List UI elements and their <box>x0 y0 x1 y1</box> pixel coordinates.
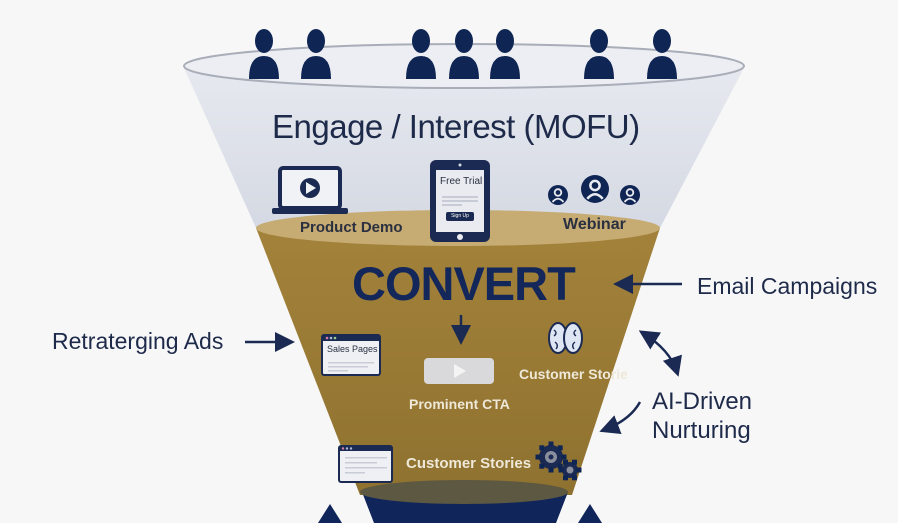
ai-nurturing-arrow <box>599 401 642 434</box>
gear-tooth <box>548 441 554 447</box>
bottom-right-triangle <box>578 504 602 523</box>
gear-tooth <box>557 445 563 451</box>
free-trial-label: Free Trial <box>440 176 483 187</box>
person-icon <box>490 29 520 79</box>
gear-tooth <box>539 445 545 451</box>
person-icon <box>584 29 614 79</box>
person-icon <box>249 29 279 79</box>
webinar-label: Webinar <box>563 216 626 233</box>
play-button-icon[interactable] <box>424 358 494 384</box>
gears-icon <box>535 441 582 481</box>
person-icon <box>301 29 331 79</box>
person-icon <box>406 29 436 79</box>
gear-tooth <box>557 463 563 469</box>
sign-up-button[interactable]: Sign Up <box>451 213 469 219</box>
gear-tooth <box>563 475 568 481</box>
bottom-rim <box>360 480 568 504</box>
gear-tooth <box>548 467 554 473</box>
prominent-cta-label: Prominent CTA <box>409 396 510 412</box>
webinar-people-icon <box>548 175 640 205</box>
bottom-left-triangle <box>318 504 342 523</box>
brain-icon <box>548 322 583 354</box>
person-icon <box>449 29 479 79</box>
customer-stories-label-lower: Customer Stories <box>406 455 532 472</box>
webinar-person-icon <box>548 185 568 205</box>
gear-tooth <box>572 459 577 465</box>
gear-tooth <box>539 463 545 469</box>
gear-tooth <box>558 467 564 473</box>
nurturing-callout: Nurturing <box>652 417 751 444</box>
stage-title-engage: Engage / Interest (MOFU) <box>272 108 640 145</box>
sales-pages-label: Sales Pages <box>327 344 378 354</box>
browser-window-icon-lower <box>338 445 393 483</box>
gear-tooth <box>576 467 582 473</box>
retargeting-ads-callout: Retraterging Ads <box>52 328 224 354</box>
person-icon <box>647 29 677 79</box>
product-demo-label: Product Demo <box>300 219 403 236</box>
ai-driven-callout: AI-Driven <box>652 388 753 415</box>
tablet-icon <box>430 160 490 242</box>
gear-tooth <box>561 454 567 460</box>
customer-stories-label: Customer Stories <box>519 366 627 382</box>
gear-tooth <box>535 454 541 460</box>
webinar-person-icon <box>581 175 609 203</box>
laptop-play-icon <box>272 166 348 214</box>
email-campaigns-callout: Email Campaigns <box>697 273 878 299</box>
stage-title-convert: CONVERT <box>352 257 576 310</box>
gear-tooth <box>572 475 577 481</box>
webinar-person-icon <box>620 185 640 205</box>
browser-window-icon <box>321 334 381 376</box>
ai-double-arrow <box>638 330 682 377</box>
audience-group <box>249 29 677 79</box>
gear-tooth <box>563 459 568 465</box>
